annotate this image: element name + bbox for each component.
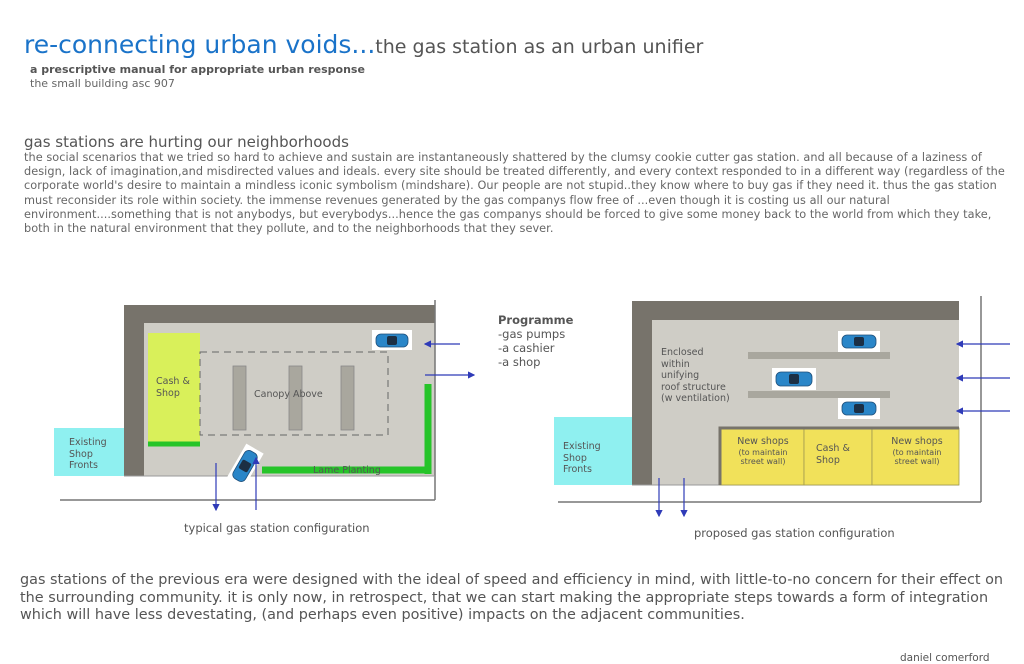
typical-diagram (54, 300, 476, 512)
typical-existing-shops (54, 428, 124, 476)
typical-cash-shop-label: Cash & Shop (156, 376, 190, 399)
programme-item: -a cashier (498, 341, 555, 355)
proposed-cash-shop-label: Cash & Shop (816, 443, 850, 466)
pump-island-2 (748, 391, 890, 398)
enclosed-label: Enclosed within unifying roof structure … (661, 347, 730, 404)
car-icon (838, 398, 880, 419)
course-label: the small building asc 907 (30, 77, 175, 90)
pump-2 (288, 365, 303, 431)
car-icon (372, 330, 412, 350)
typical-cash-shop (148, 333, 200, 446)
proposed-existing-shops (554, 417, 632, 485)
typical-caption: typical gas station configuration (184, 521, 370, 535)
car-icon (772, 368, 816, 390)
programme-title: Programme (498, 313, 574, 327)
proposed-cash-shop (803, 427, 873, 486)
page-title: re-connecting urban voids...the gas stat… (24, 30, 703, 59)
essay-body: the social scenarios that we tried so ha… (24, 151, 1005, 236)
pump-1 (232, 365, 247, 431)
new-shops-left-label: New shops (to maintain street wall) (737, 436, 789, 466)
canopy-outline (199, 351, 389, 436)
subtitle: a prescriptive manual for appropriate ur… (30, 63, 365, 76)
conclusion-text: gas stations of the previous era were de… (20, 572, 1003, 624)
canopy-label: Canopy Above (254, 389, 323, 400)
programme-item: -gas pumps (498, 327, 566, 341)
essay-heading: gas stations are hurting our neighborhoo… (24, 133, 349, 151)
proposed-diagram (554, 296, 1010, 518)
author-name: daniel comerford (900, 652, 990, 664)
car-icon (838, 331, 880, 352)
pump-island-1 (748, 352, 890, 359)
new-shops-right-label: New shops (to maintain street wall) (891, 436, 943, 466)
title-main: re-connecting urban voids... (24, 30, 376, 59)
typical-existing-label: Existing Shop Fronts (69, 437, 107, 471)
car-icon (226, 443, 264, 489)
new-shops-left (719, 427, 805, 486)
pump-3 (340, 365, 355, 431)
proposed-existing-label: Existing Shop Fronts (563, 441, 601, 475)
title-rest: the gas station as an urban unifier (375, 36, 704, 58)
new-shops-right (871, 427, 960, 486)
proposed-caption: proposed gas station configuration (694, 526, 895, 540)
planting-label: Lame Planting (313, 465, 381, 476)
programme-item: -a shop (498, 355, 541, 369)
